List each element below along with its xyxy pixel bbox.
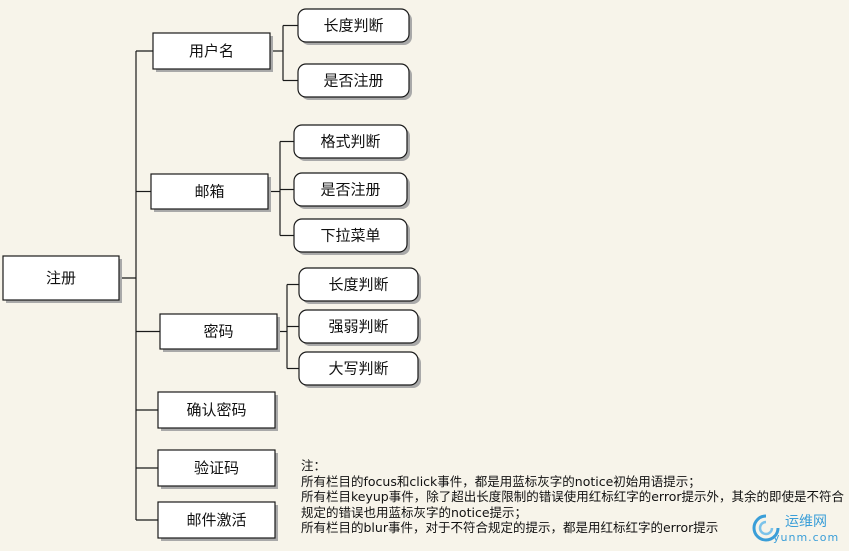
watermark: 运维网 yunm.com (743, 509, 843, 549)
node-child-2-1: 格式判断 (293, 124, 410, 161)
node-child-3-2: 强弱判断 (298, 309, 421, 346)
node-root: 注册 (2, 255, 122, 303)
node-child-3-3: 大写判断 (298, 351, 421, 388)
note-block: 注： 所有栏目的focus和click事件，都是用蓝标灰字的notice初始用语… (301, 458, 849, 536)
node-branch-4-label: 确认密码 (186, 401, 246, 419)
node-branch-5-label: 验证码 (194, 459, 239, 477)
node-child-2-2-label: 是否注册 (320, 181, 380, 199)
node-child-2-3: 下拉菜单 (293, 218, 410, 255)
node-branch-4: 确认密码 (157, 391, 278, 431)
node-child-2-2: 是否注册 (293, 172, 410, 209)
node-branch-6: 邮件激活 (157, 501, 278, 541)
node-branch-3: 密码 (159, 313, 280, 352)
watermark-subtitle: yunm.com (773, 531, 840, 544)
node-branch-2-label: 邮箱 (194, 183, 224, 201)
node-branch-1: 用户名 (152, 32, 273, 72)
swirl-logo-icon (752, 514, 780, 542)
node-child-2-1-label: 格式判断 (320, 133, 380, 151)
connectors (119, 24, 299, 521)
node-child-1-1-label: 长度判断 (323, 17, 383, 35)
node-branch-3-label: 密码 (203, 323, 233, 341)
nodes: 注册用户名长度判断是否注册邮箱格式判断是否注册下拉菜单密码长度判断强弱判断大写判… (2, 8, 421, 541)
node-child-3-1: 长度判断 (298, 267, 421, 304)
node-branch-1-label: 用户名 (189, 42, 234, 60)
node-child-3-1-label: 长度判断 (328, 276, 388, 294)
note-title: 注： (301, 458, 327, 473)
node-root-label: 注册 (46, 269, 76, 287)
watermark-title: 运维网 (785, 514, 827, 530)
node-child-1-2-label: 是否注册 (323, 72, 383, 90)
node-child-2-3-label: 下拉菜单 (320, 227, 380, 245)
note-line-3: 所有栏目的blur事件，对于不符合规定的提示，都是用红标红字的error提示 (301, 520, 719, 535)
node-branch-5: 验证码 (157, 449, 278, 489)
node-child-3-3-label: 大写判断 (328, 360, 388, 378)
node-child-3-2-label: 强弱判断 (328, 318, 388, 336)
node-child-1-2: 是否注册 (297, 63, 412, 100)
note-line-1: 所有栏目的focus和click事件，都是用蓝标灰字的notice初始用语提示； (301, 473, 701, 489)
node-branch-6-label: 邮件激活 (186, 511, 246, 529)
node-child-1-1: 长度判断 (297, 8, 412, 45)
note-line-2: 所有栏目keyup事件，除了超出长度限制的错误使用红标红字的error提示外，其… (301, 489, 845, 520)
node-branch-2: 邮箱 (150, 173, 271, 212)
